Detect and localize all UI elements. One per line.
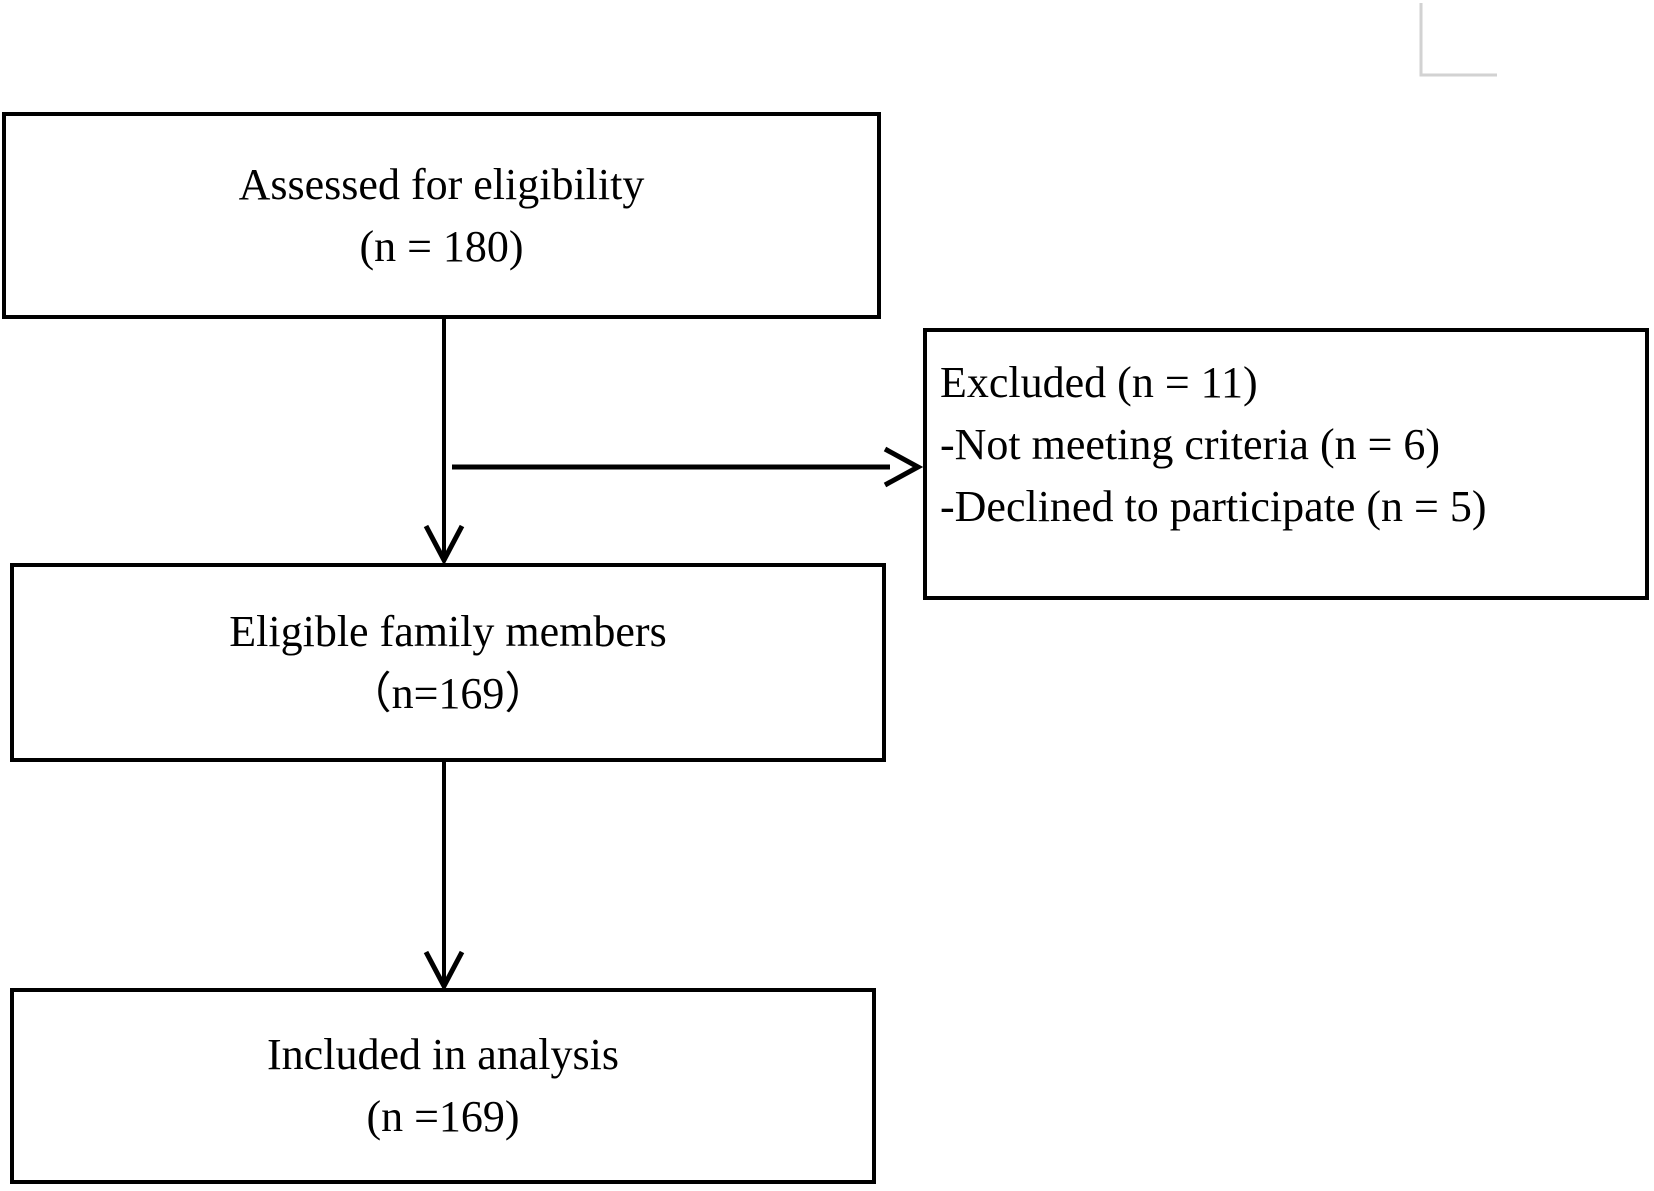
excluded-label: Excluded (n = 11) (940, 358, 1258, 407)
corner-mark (1419, 3, 1497, 77)
included-count: (n =169) (366, 1092, 520, 1141)
excluded-reason-not-meeting-criteria: -Not meeting criteria (n = 6) (940, 420, 1441, 469)
box-included-in-analysis: Included in analysis (n =169) (10, 988, 876, 1184)
included-label: Included in analysis (267, 1030, 619, 1079)
arrow-right-head (883, 446, 924, 488)
assessed-count: (n = 180) (359, 221, 524, 271)
eligible-label: Eligible family members (229, 606, 667, 656)
box-excluded: Excluded (n = 11) -Not meeting criteria … (923, 328, 1649, 600)
arrow-down-head-1 (423, 524, 465, 566)
excluded-reason-declined: -Declined to participate (n = 5) (940, 482, 1487, 531)
eligible-count: （n=169） (347, 668, 549, 718)
assessed-label: Assessed for eligibility (238, 159, 645, 209)
box-eligible-family-members: Eligible family members （n=169） (10, 563, 886, 762)
arrow-down-head-2 (423, 950, 465, 992)
box-assessed-for-eligibility: Assessed for eligibility (n = 180) (2, 112, 881, 319)
